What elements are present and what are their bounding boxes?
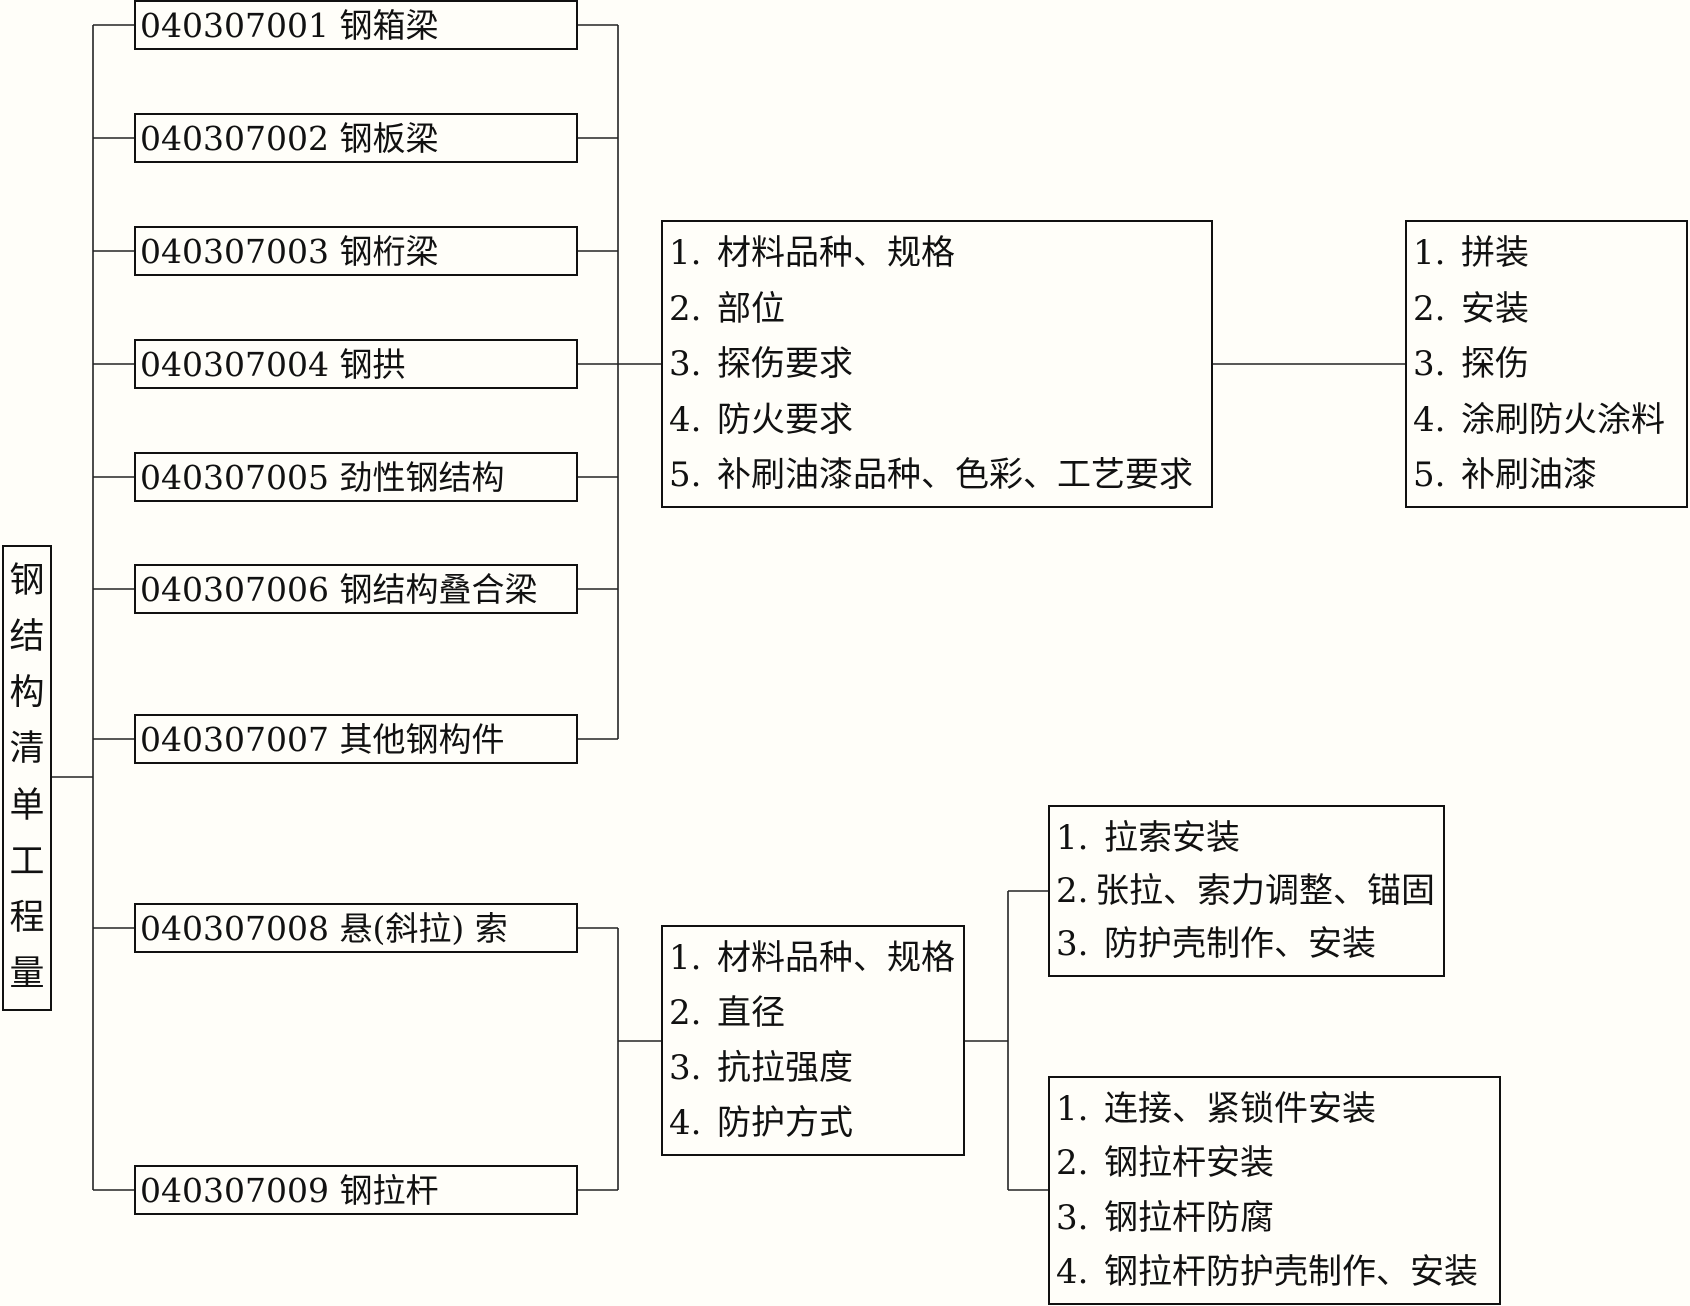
item-node-040307005: 040307005 劲性钢结构 — [134, 452, 578, 502]
list-item: 2.直径 — [669, 993, 785, 1033]
item-node-040307002: 040307002 钢板梁 — [134, 113, 578, 163]
list-item: 2.部位 — [669, 288, 785, 329]
list-item: 3.钢拉杆防腐 — [1056, 1197, 1274, 1238]
root-char: 量 — [9, 954, 45, 995]
item-code: 040307008 — [140, 908, 329, 948]
list-item: 3.探伤要求 — [669, 344, 853, 384]
list-item: 3.防护壳制作、安装 — [1056, 924, 1376, 964]
root-char: 工 — [9, 841, 45, 882]
list-item: 4.防护方式 — [669, 1103, 853, 1143]
list-item: 2.张拉、索力调整、锚固 — [1056, 871, 1435, 911]
item-code: 040307003 — [140, 231, 329, 271]
list-item: 5.补刷油漆 — [1413, 455, 1597, 495]
list-item: 4.防火要求 — [669, 399, 853, 440]
item-node-040307007: 040307007 其他钢构件 — [134, 714, 578, 764]
item-name: 钢桁梁 — [339, 231, 439, 271]
item-code: 040307002 — [140, 118, 329, 158]
item-node-040307003: 040307003 钢桁梁 — [134, 226, 578, 276]
list-item: 5.补刷油漆品种、色彩、工艺要求 — [669, 455, 1193, 495]
list-item: 1.拉索安装 — [1056, 818, 1240, 858]
item-code: 040307001 — [140, 5, 329, 45]
item-name: 钢拱 — [339, 344, 406, 384]
root-char: 构 — [9, 673, 45, 714]
item-code: 040307005 — [140, 457, 329, 497]
item-name: 劲性钢结构 — [339, 457, 505, 497]
item-code: 040307006 — [140, 569, 329, 609]
root-char: 结 — [9, 616, 45, 657]
root-char: 钢 — [9, 560, 45, 601]
item-name: 钢箱梁 — [339, 5, 439, 45]
root-char: 单 — [9, 785, 45, 826]
item-node-040307001: 040307001 钢箱梁 — [134, 0, 578, 50]
item-node-040307004: 040307004 钢拱 — [134, 339, 578, 389]
list-item: 3.探伤 — [1413, 344, 1529, 384]
item-node-040307008: 040307008 悬(斜拉) 索 — [134, 903, 578, 953]
item-code: 040307009 — [140, 1170, 329, 1210]
list-item: 1.材料品种、规格 — [669, 938, 955, 978]
list-item: 4.钢拉杆防护壳制作、安装 — [1056, 1251, 1478, 1292]
list-item: 4.涂刷防火涂料 — [1413, 399, 1665, 440]
work-box-a: 1.拼装 2.安装 3.探伤 4.涂刷防火涂料 5.补刷油漆 — [1405, 220, 1688, 508]
list-item: 3.抗拉强度 — [669, 1048, 853, 1088]
work-box-b2: 1.连接、紧锁件安装 2.钢拉杆安装 3.钢拉杆防腐 4.钢拉杆防护壳制作、安装 — [1048, 1076, 1501, 1305]
item-name: 其他钢构件 — [339, 719, 505, 759]
list-item: 1.材料品种、规格 — [669, 233, 955, 273]
list-item: 2.钢拉杆安装 — [1056, 1143, 1274, 1184]
root-char: 清 — [9, 729, 45, 770]
features-box-a: 1.材料品种、规格 2.部位 3.探伤要求 4.防火要求 5.补刷油漆品种、色彩… — [661, 220, 1213, 508]
item-name: 钢拉杆 — [339, 1170, 439, 1210]
item-code: 040307007 — [140, 719, 329, 759]
list-item: 1.连接、紧锁件安装 — [1056, 1089, 1376, 1129]
item-node-040307006: 040307006 钢结构叠合梁 — [134, 564, 578, 614]
item-code: 040307004 — [140, 344, 329, 384]
work-box-b1: 1.拉索安装 2.张拉、索力调整、锚固 3.防护壳制作、安装 — [1048, 805, 1445, 977]
item-node-040307009: 040307009 钢拉杆 — [134, 1165, 578, 1215]
list-item: 2.安装 — [1413, 288, 1529, 329]
root-node: 钢 结 构 清 单 工 程 量 — [2, 545, 52, 1011]
item-name: 悬(斜拉) 索 — [339, 908, 508, 948]
root-char: 程 — [9, 898, 45, 939]
list-item: 1.拼装 — [1413, 233, 1529, 273]
item-name: 钢板梁 — [339, 118, 439, 158]
features-box-b: 1.材料品种、规格 2.直径 3.抗拉强度 4.防护方式 — [661, 925, 965, 1156]
item-name: 钢结构叠合梁 — [339, 569, 538, 609]
